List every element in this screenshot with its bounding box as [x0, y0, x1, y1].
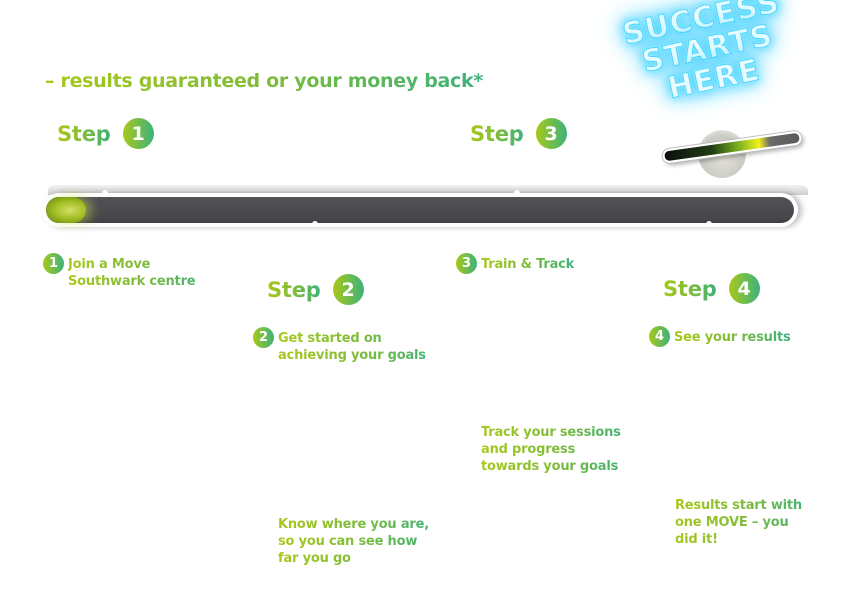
step-1-heading: Step 1 — [57, 118, 154, 149]
step-4-heading: Step 4 — [663, 273, 760, 304]
step-4-title: See your results — [674, 330, 791, 345]
neon-text: SUCCESS STARTS HERE — [619, 0, 795, 111]
step-4-mini-badge: 4 — [649, 326, 670, 347]
step-3-mini-badge: 3 — [456, 253, 477, 274]
success-starts-here-sign: SUCCESS STARTS HERE — [612, 0, 812, 182]
step-2-word: Step — [267, 277, 321, 302]
step-3-heading: Step 3 — [470, 118, 567, 149]
step-1-number-badge: 1 — [122, 118, 154, 149]
step-2-mini-badge: 2 — [253, 327, 274, 348]
step-4-number-badge: 4 — [728, 273, 760, 304]
tick-step-4 — [706, 221, 712, 227]
step-1-word: Step — [57, 121, 111, 146]
step-2-title: Get started on achieving your goals — [278, 330, 438, 364]
step-1-label: 1 Join a Move Southwark centre — [43, 253, 213, 290]
step-2-label: 2 Get started on achieving your goals — [253, 327, 438, 364]
step-3-description: Track your sessions and progress towards… — [481, 424, 631, 475]
tick-step-1 — [102, 190, 108, 196]
step-3-label: 3 Train & Track — [456, 253, 606, 274]
step-4-description: Results start with one MOVE – you did it… — [675, 497, 815, 548]
progress-track — [40, 185, 808, 230]
progress-fill — [46, 197, 86, 223]
step-2-heading: Step 2 — [267, 274, 364, 305]
step-3-title: Train & Track — [481, 257, 575, 272]
tagline: – results guaranteed or your money back* — [45, 70, 483, 92]
tick-step-2 — [312, 221, 318, 227]
step-1-title: Join a Move Southwark centre — [68, 256, 213, 290]
track-top-edge — [48, 185, 808, 195]
tick-step-3 — [514, 190, 520, 196]
step-4-label: 4 See your results — [649, 326, 819, 347]
step-2-number-badge: 2 — [332, 274, 364, 305]
track-bar — [46, 197, 794, 223]
step-3-number-badge: 3 — [535, 118, 567, 149]
step-1-mini-badge: 1 — [43, 253, 64, 274]
step-3-word: Step — [470, 121, 524, 146]
step-2-description: Know where you are, so you can see how f… — [278, 516, 438, 567]
step-4-word: Step — [663, 276, 717, 301]
